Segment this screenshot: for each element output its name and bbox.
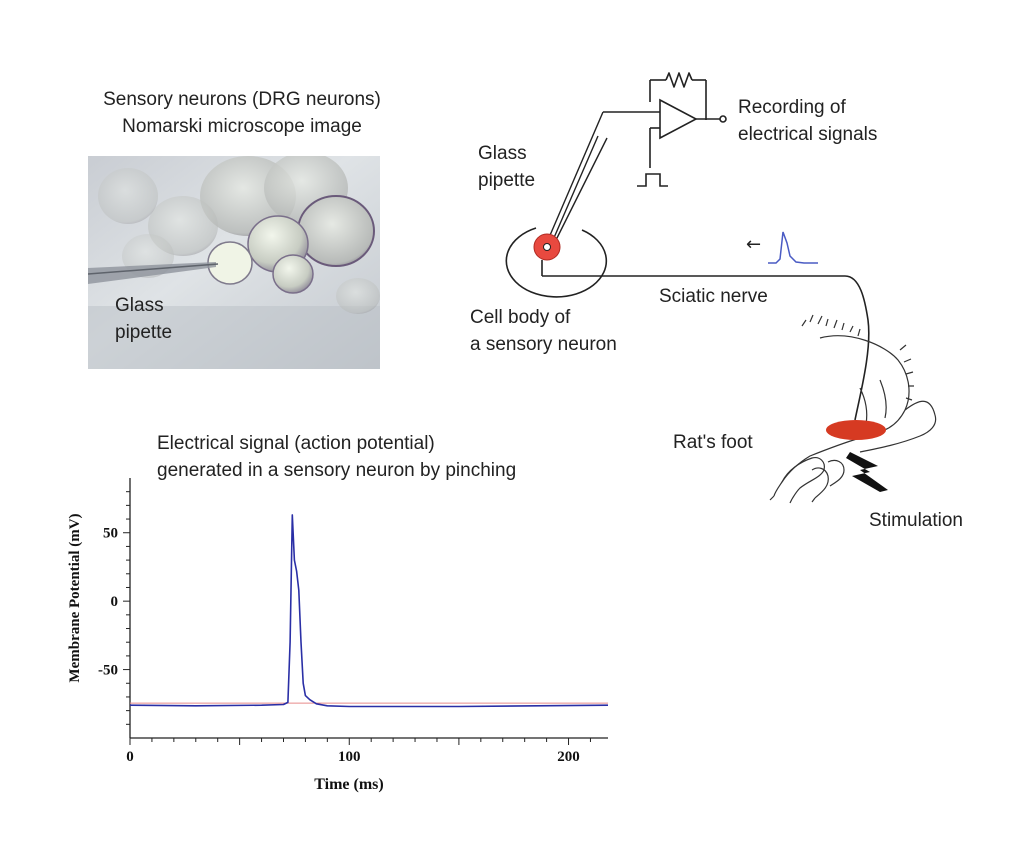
x-axis-label: Time (ms) [314, 776, 383, 793]
y-tick-label: 0 [111, 594, 119, 610]
x-tick-label: 100 [338, 749, 361, 765]
x-tick-label: 0 [126, 749, 134, 765]
y-axis-label: Membrane Potential (mV) [67, 513, 83, 682]
y-tick-label: 50 [103, 526, 118, 542]
x-tick-label: 200 [557, 749, 580, 765]
y-tick-label: -50 [98, 663, 118, 679]
membrane-potential-line [130, 515, 608, 707]
